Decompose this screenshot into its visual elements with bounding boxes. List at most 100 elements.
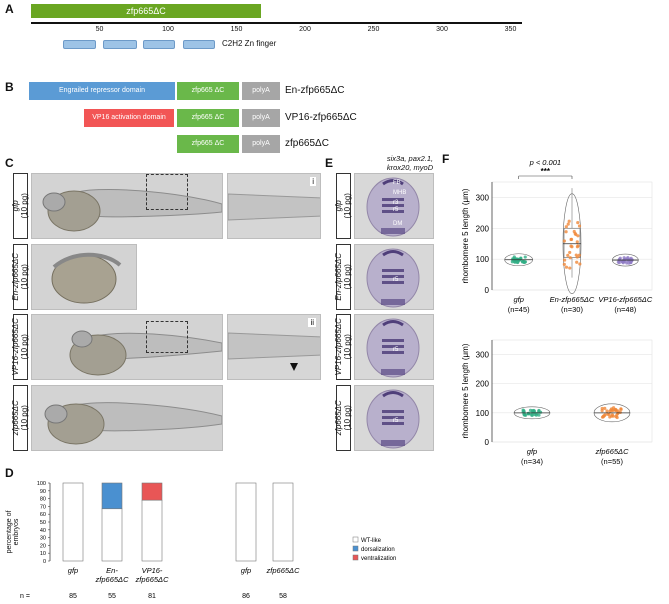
- zn-finger-domain: [183, 40, 215, 49]
- y-tick-label: 0: [485, 286, 490, 295]
- n-label: n =: [20, 593, 30, 600]
- dorsal-embryo-image: [354, 314, 434, 380]
- zfp665-bar: zfp665ΔC: [31, 4, 261, 18]
- dose: (10 pg): [342, 405, 352, 431]
- data-point: [564, 265, 569, 269]
- category-label: gfp: [527, 447, 537, 456]
- category-label: zfp665ΔC: [95, 575, 130, 584]
- inset-image: ii: [227, 314, 321, 380]
- data-point: [611, 414, 615, 418]
- violin: [504, 253, 533, 267]
- gene-name: zfp665ΔC: [10, 400, 20, 436]
- data-point: [576, 234, 580, 238]
- gene-name: En-zfp665ΔC: [333, 253, 343, 301]
- y-tick-label: 300: [476, 351, 490, 360]
- data-point: [568, 250, 572, 255]
- n-label: (n=30): [561, 305, 583, 314]
- y-tick-label: 30: [40, 536, 46, 542]
- y-axis-label: rhombomere 5 length (μm): [461, 188, 470, 283]
- category-label: zfp665ΔC: [266, 566, 301, 575]
- data-point: [575, 260, 579, 264]
- condition-label: gfp(10 pg): [334, 173, 352, 239]
- embryo-drawing: [366, 389, 420, 449]
- legend-label: dorsalization: [361, 547, 395, 553]
- significance-stars: ***: [541, 167, 551, 176]
- data-point: [569, 237, 574, 241]
- stain-band: [382, 281, 404, 284]
- data-point: [568, 266, 572, 270]
- y-tick-label: 300: [476, 193, 490, 202]
- data-point: [608, 415, 612, 419]
- y-tick-label: 60: [40, 512, 46, 518]
- legend-swatch: [352, 554, 359, 561]
- panel-label-e: E: [325, 156, 334, 170]
- inset-label: i: [310, 177, 316, 186]
- embryo-image: [31, 314, 223, 380]
- data-point: [532, 409, 537, 414]
- y-tick-label: 200: [476, 224, 490, 233]
- embryo-drawing: [366, 248, 420, 308]
- embryo-drawing: [32, 245, 136, 309]
- y-tick-label: 90: [40, 489, 46, 495]
- y-tick-label: 10: [40, 551, 46, 557]
- forebrain-stain: [382, 391, 404, 398]
- data-point: [530, 413, 535, 417]
- e-header-line: krox20, myoD: [386, 163, 434, 172]
- polya-block: polyA: [242, 82, 280, 100]
- data-point: [617, 261, 621, 265]
- data-point: [619, 407, 623, 411]
- condition-label: gfp(10 pg): [11, 173, 29, 239]
- data-point: [523, 412, 527, 416]
- bar-segment: [141, 499, 163, 562]
- y-tick-label: 100: [476, 255, 490, 264]
- n-label: (n=48): [614, 305, 636, 314]
- data-point: [562, 262, 566, 266]
- data-point: [608, 409, 612, 413]
- condition-label: En-zfp665ΔC(10 pg): [333, 244, 352, 310]
- category-label: zfp665ΔC: [135, 575, 170, 584]
- n-value: 85: [69, 593, 77, 600]
- landmark-label: FB: [393, 180, 401, 186]
- axis-tick-label: 300: [436, 26, 448, 33]
- gene-name: VP16-zfp665ΔC: [333, 318, 343, 376]
- data-point: [615, 415, 619, 420]
- forebrain-stain: [382, 320, 404, 327]
- domain-label: C2H2 Zn finger: [222, 39, 277, 48]
- condition-label: VP16-zfp665ΔC(10 pg): [333, 314, 352, 380]
- data-point: [575, 255, 579, 259]
- construct-name: VP16-zfp665ΔC: [285, 112, 357, 123]
- gene-name: VP16-zfp665ΔC: [10, 318, 20, 376]
- data-point: [611, 408, 615, 412]
- embryo-image: [31, 244, 137, 310]
- bar-segment: [141, 482, 163, 501]
- embryo-image: [31, 385, 223, 451]
- d-ylabel: percentage of embryos: [6, 510, 20, 554]
- y-tick-label: 20: [40, 543, 46, 549]
- vp16-block: VP16 activation domain: [84, 109, 174, 127]
- stain-band: [382, 351, 404, 354]
- y-tick-label: 80: [40, 497, 46, 503]
- stain-band: [382, 345, 404, 348]
- n-label: (n=55): [601, 457, 623, 466]
- data-point: [562, 239, 566, 243]
- stain-band: [382, 339, 404, 342]
- y-tick-label: 200: [476, 380, 490, 389]
- bar-segment: [235, 482, 257, 562]
- embryo-image: [31, 173, 223, 239]
- axis-tick-label: 100: [162, 26, 174, 33]
- construct-name: En-zfp665ΔC: [285, 85, 345, 96]
- landmark-label: MHB: [393, 190, 407, 196]
- stacked-bar-chart: 0102030405060708090100gfp85En-zfp665ΔC55…: [20, 481, 396, 600]
- gene-name: En-zfp665ΔC: [10, 253, 20, 301]
- landmark-label: r5: [393, 418, 399, 424]
- zfp-block: zfp665 ΔC: [177, 109, 239, 127]
- dose: (10 pg): [19, 264, 29, 290]
- polya-block: polyA: [242, 109, 280, 127]
- inset-image: i: [227, 173, 321, 239]
- somite-stain: [381, 299, 405, 305]
- bar-segment: [101, 482, 123, 510]
- dorsal-embryo-image: [354, 173, 434, 239]
- engrailed-block: Engrailed repressor domain: [29, 82, 175, 100]
- category-label: VP16-: [142, 566, 163, 575]
